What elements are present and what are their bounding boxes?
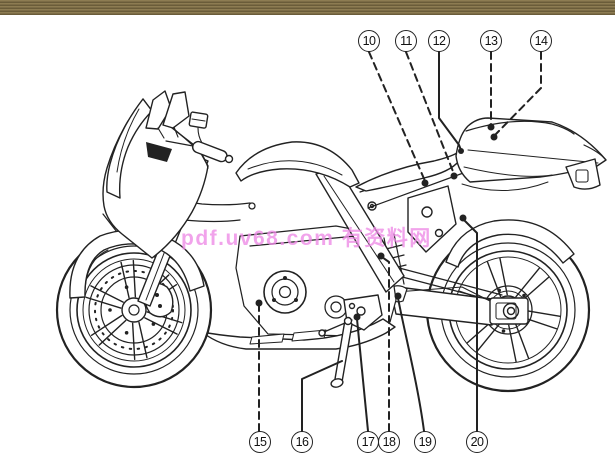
callout-16: 16 bbox=[291, 431, 313, 453]
swingarm bbox=[384, 264, 528, 325]
drive-chain bbox=[384, 264, 502, 303]
callout-12: 12 bbox=[428, 30, 450, 52]
axle-adjuster-block bbox=[490, 298, 528, 324]
leader-17 bbox=[357, 319, 368, 431]
callout-13: 13 bbox=[480, 30, 502, 52]
callout-14: 14 bbox=[530, 30, 552, 52]
page-header-stripe-bar bbox=[0, 0, 615, 15]
handlebar bbox=[166, 140, 233, 163]
leader-12 bbox=[439, 52, 461, 150]
leader-lines bbox=[255, 52, 542, 431]
front-brake-disc bbox=[89, 265, 179, 355]
leader-18 bbox=[382, 257, 389, 431]
instrument-cluster bbox=[146, 142, 172, 162]
rear-fender-hugger bbox=[446, 220, 574, 267]
leader-14 bbox=[495, 52, 541, 135]
rear-frame-plate bbox=[368, 186, 456, 252]
leader-20 bbox=[464, 220, 477, 431]
leader-10 bbox=[369, 52, 425, 181]
brake-fluid-reservoir bbox=[189, 112, 208, 143]
tail-bracket bbox=[566, 159, 600, 189]
clutch-cover bbox=[264, 271, 306, 313]
tail-light bbox=[584, 145, 605, 159]
sidestand bbox=[330, 318, 352, 389]
callout-15: 15 bbox=[249, 431, 271, 453]
tail-section bbox=[456, 118, 606, 191]
callout-10: 10 bbox=[358, 30, 380, 52]
front-hub bbox=[122, 298, 146, 322]
brake-lever bbox=[166, 141, 193, 146]
callout-19: 19 bbox=[414, 431, 436, 453]
callout-18: 18 bbox=[378, 431, 400, 453]
fuel-tank bbox=[236, 142, 359, 187]
callout-17: 17 bbox=[357, 431, 379, 453]
leader-target-dots bbox=[255, 123, 498, 321]
windscreen bbox=[107, 99, 152, 198]
front-fender bbox=[70, 230, 204, 298]
callout-20: 20 bbox=[466, 431, 488, 453]
callout-11: 11 bbox=[395, 30, 417, 52]
leader-19 bbox=[398, 298, 424, 431]
leader-16 bbox=[302, 361, 342, 431]
rear-view-mirrors bbox=[146, 91, 189, 138]
leader-11 bbox=[406, 52, 454, 174]
rider-seat bbox=[356, 153, 459, 191]
